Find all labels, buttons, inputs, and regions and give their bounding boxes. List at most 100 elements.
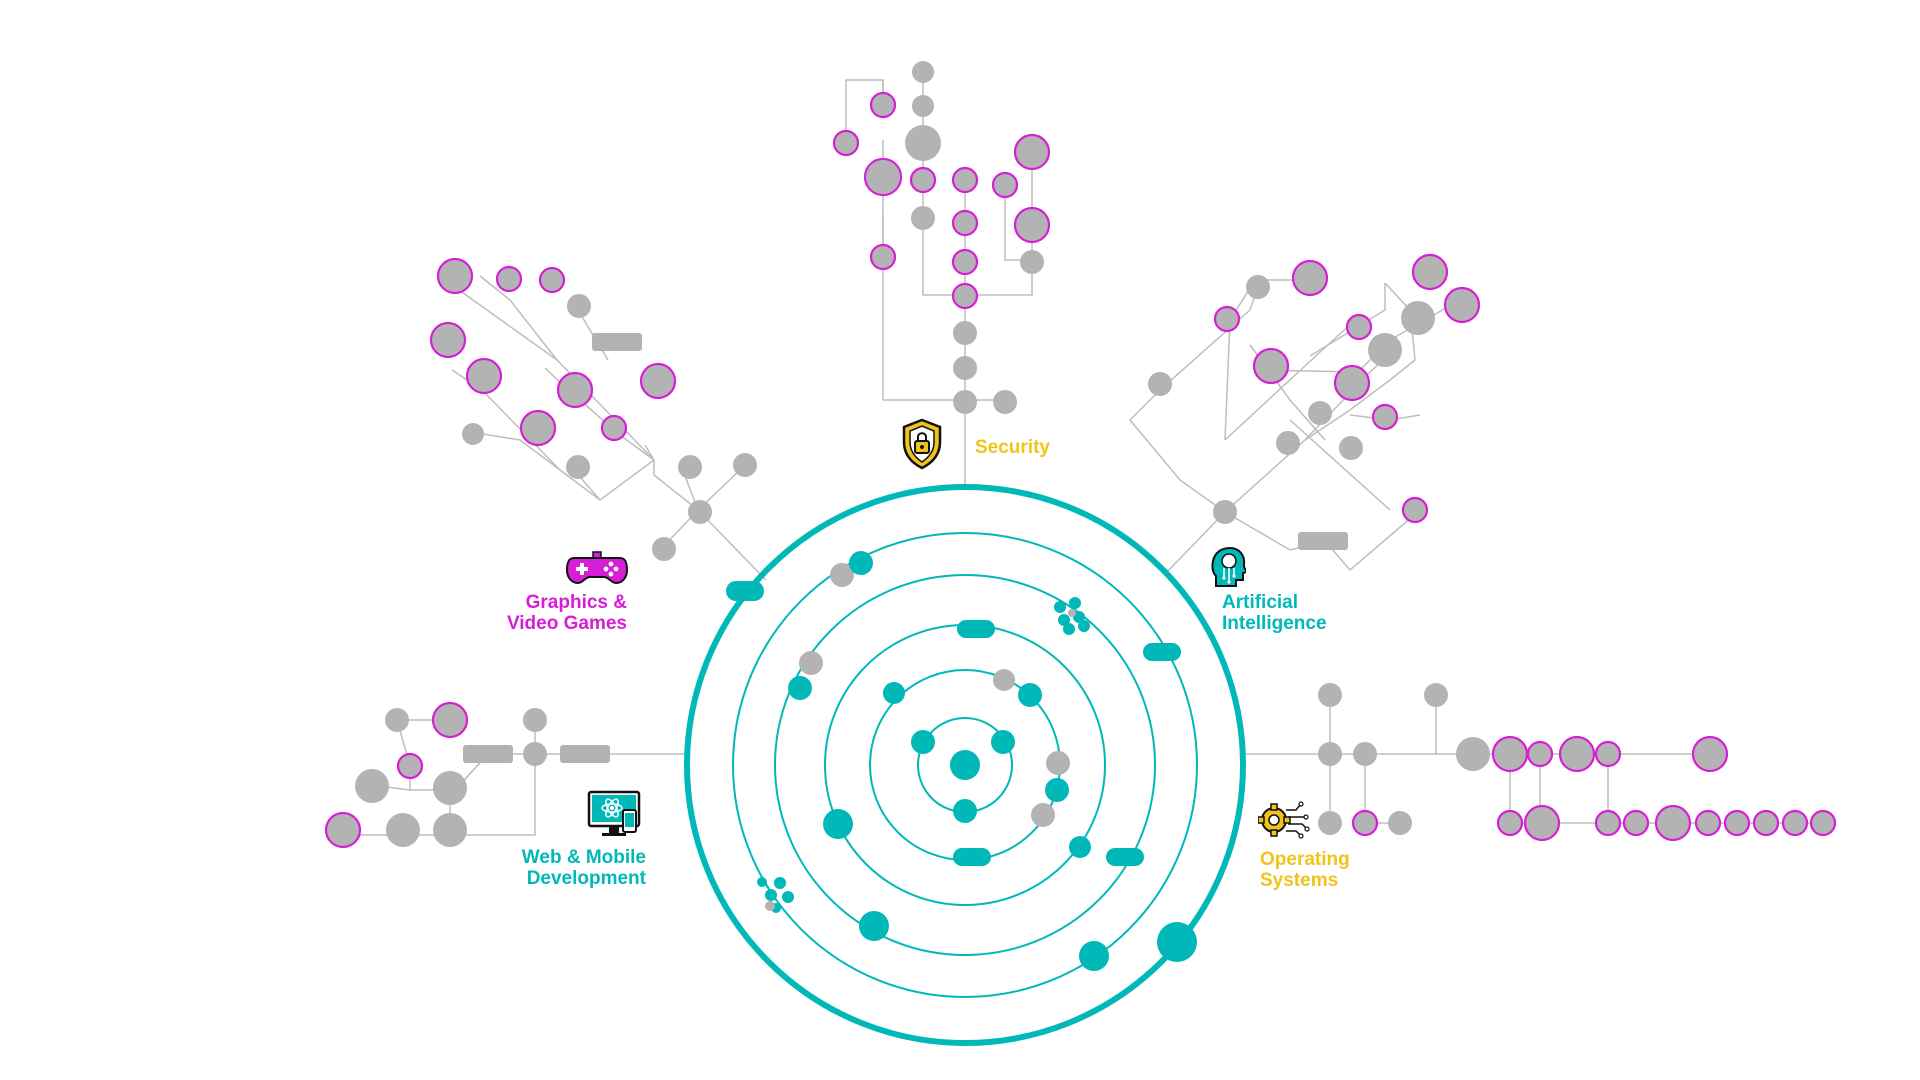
- label-security-line-1: Security: [975, 437, 1050, 458]
- gray-node: [1339, 436, 1363, 460]
- connector-line: [1330, 695, 1437, 755]
- magenta-node: [951, 282, 979, 310]
- gray-node: [1424, 683, 1448, 707]
- gray-node: [678, 455, 702, 479]
- magenta-node: [1526, 740, 1554, 768]
- teal-node: [1058, 614, 1070, 626]
- magenta-node: [951, 166, 979, 194]
- label-security: Security: [975, 437, 1050, 458]
- teal-node: [950, 750, 980, 780]
- magenta-node: [1213, 305, 1241, 333]
- magenta-node: [436, 257, 474, 295]
- label-web: Web & Mobile Development: [522, 847, 646, 889]
- teal-node: [1157, 922, 1197, 962]
- magenta-node: [495, 265, 523, 293]
- gray-node: [953, 356, 977, 380]
- teal-pill-node: [953, 848, 991, 866]
- teal-node: [1078, 620, 1090, 632]
- orbit-ring: [732, 532, 1198, 998]
- connector-line: [644, 444, 655, 461]
- magenta-node: [396, 752, 424, 780]
- gray-orbit-node: [799, 651, 823, 675]
- teal-node: [1063, 623, 1075, 635]
- teal-pill-node: [957, 620, 995, 638]
- magenta-node: [1523, 804, 1561, 842]
- magenta-node: [600, 414, 628, 442]
- gray-orbit-node: [993, 669, 1015, 691]
- connector-line: [1224, 279, 1298, 441]
- shield-lock-icon: [902, 418, 942, 470]
- gray-node: [462, 423, 484, 445]
- magenta-node: [909, 166, 937, 194]
- gray-node: [1308, 401, 1332, 425]
- teal-node: [859, 911, 889, 941]
- magenta-node: [832, 129, 860, 157]
- gray-node: [733, 453, 757, 477]
- gray-node: [953, 321, 977, 345]
- gray-node: [953, 390, 977, 414]
- gray-orbit-node: [1068, 609, 1076, 617]
- magenta-node: [1291, 259, 1329, 297]
- magenta-node: [1694, 809, 1722, 837]
- gamepad-icon: [566, 551, 628, 585]
- gray-node: [1213, 500, 1237, 524]
- label-graphics-line-1: Graphics &: [525, 592, 627, 613]
- teal-node: [774, 877, 786, 889]
- magenta-node: [519, 409, 557, 447]
- connector-line: [1159, 286, 1259, 391]
- gray-node: [1388, 811, 1412, 835]
- gray-node: [355, 769, 389, 803]
- gray-node: [567, 294, 591, 318]
- teal-pill-node: [726, 581, 764, 601]
- connector-line: [469, 431, 561, 471]
- outer-ring: [684, 484, 1246, 1046]
- label-web-line-1: Web & Mobile: [521, 847, 646, 868]
- gray-orbit-node: [1031, 803, 1055, 827]
- label-graphics-line-2: Video Games: [506, 613, 627, 634]
- gray-node: [688, 500, 712, 524]
- central-orbits: [684, 484, 1246, 1046]
- label-os: Operating Systems: [1260, 849, 1350, 891]
- gray-pill-node: [463, 745, 513, 763]
- magenta-node: [1594, 809, 1622, 837]
- gray-node: [1318, 811, 1342, 835]
- teal-node: [1069, 836, 1091, 858]
- gray-node: [1318, 742, 1342, 766]
- magenta-node: [324, 811, 362, 849]
- gray-node: [1246, 275, 1270, 299]
- connector-line: [1324, 509, 1421, 572]
- teal-node: [1073, 611, 1085, 623]
- magenta-node: [1594, 740, 1622, 768]
- teal-node: [991, 730, 1015, 754]
- label-graphics: Graphics & Video Games: [507, 592, 627, 634]
- teal-pill-node: [1143, 643, 1181, 661]
- gray-orbit-node: [1046, 751, 1070, 775]
- orbit-ring: [774, 574, 1156, 956]
- connector-line: [479, 275, 558, 361]
- gray-node: [912, 95, 934, 117]
- magenta-node: [1443, 286, 1481, 324]
- connector-line: [544, 367, 655, 461]
- magenta-node: [1622, 809, 1650, 837]
- magenta-node: [431, 701, 469, 739]
- magenta-node: [1781, 809, 1809, 837]
- connector-line: [1128, 389, 1226, 513]
- teal-node: [1045, 778, 1069, 802]
- magenta-node: [1252, 347, 1290, 385]
- magenta-node: [1691, 735, 1729, 773]
- teal-node: [849, 551, 873, 575]
- gray-node: [1456, 737, 1490, 771]
- gray-node: [433, 771, 467, 805]
- gray-node: [1368, 333, 1402, 367]
- magenta-node: [1013, 206, 1051, 244]
- gear-circuit-icon: [1258, 801, 1310, 839]
- gray-node: [993, 390, 1017, 414]
- teal-node: [782, 891, 794, 903]
- teal-node: [765, 889, 777, 901]
- branch-nodes: [324, 61, 1837, 849]
- magenta-node: [1345, 313, 1373, 341]
- teal-node: [757, 877, 767, 887]
- teal-node: [1069, 597, 1081, 609]
- gray-node: [1020, 250, 1044, 274]
- gray-node: [1318, 683, 1342, 707]
